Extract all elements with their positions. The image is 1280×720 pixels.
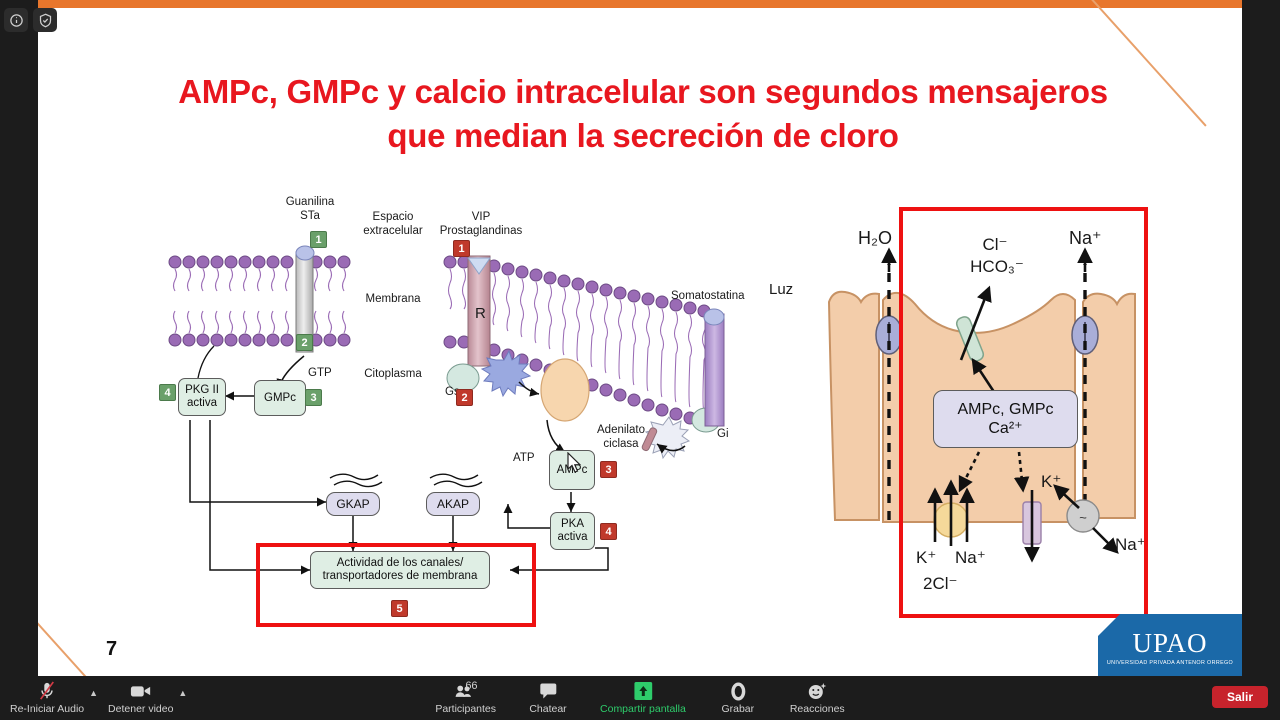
info-icon[interactable]	[4, 8, 28, 32]
label-cytoplasm: Citoplasma	[364, 368, 422, 380]
badge-red-1: 1	[453, 240, 470, 257]
box-second-messengers: AMPc, GMPc Ca²⁺	[933, 390, 1078, 448]
label-k-cotransport: K⁺	[916, 548, 937, 567]
highlight-box-epithelial	[899, 207, 1148, 618]
badge-green-2: 2	[296, 334, 313, 351]
slide-title-line2: que median la secreción de cloro	[387, 116, 899, 154]
figure-left-svg	[168, 245, 725, 575]
box-channel-activity: Actividad de los canales/transportadores…	[310, 551, 490, 589]
label-gi-protein: Gi	[717, 428, 729, 440]
chat-label: Chatear	[529, 703, 567, 715]
participants-icon	[455, 681, 477, 701]
toolbar-left-group: Re-Iniciar Audio ▲ Detener video ▲	[6, 676, 193, 720]
stop-video-label: Detener video	[108, 703, 174, 715]
label-h2o: H₂O	[858, 228, 892, 248]
box-akap: AKAP	[426, 492, 480, 516]
label-na-apical: Na⁺	[1069, 228, 1102, 248]
label-k-channel: K⁺	[1041, 472, 1062, 491]
badge-red-5: 5	[391, 600, 408, 617]
svg-text:~: ~	[1079, 510, 1087, 525]
chat-bubble-icon	[539, 681, 557, 701]
mute-audio-button[interactable]: Re-Iniciar Audio	[6, 676, 88, 720]
label-adenylate-cyclase-line2: ciclasa	[603, 438, 639, 450]
shield-icon[interactable]	[33, 8, 57, 32]
label-cl-apical: Cl⁻	[982, 235, 1008, 254]
badge-red-2: 2	[456, 389, 473, 406]
label-guanilina-line1: Guanilina	[285, 196, 335, 208]
participants-button[interactable]: 66 Participantes	[431, 676, 500, 720]
label-receptor-r: R	[475, 305, 486, 322]
stop-video-button[interactable]: Detener video	[104, 676, 177, 720]
badge-green-1: 1	[310, 231, 327, 248]
label-somatostatina: Somatostatina	[671, 290, 745, 302]
label-na-pump: Na⁺	[1115, 535, 1146, 554]
box-ampc: AMPc	[549, 450, 595, 490]
membrane-bilayer-left	[168, 245, 351, 353]
label-prostaglandinas: Prostaglandinas	[439, 225, 523, 237]
toolbar-center-group: 66 Participantes Chatear Co	[431, 676, 848, 720]
label-na-cotransport: Na⁺	[955, 548, 986, 567]
leave-meeting-button[interactable]: Salir	[1211, 686, 1268, 708]
upao-logo-subtitle: UNIVERSIDAD PRIVADA ANTENOR ORREGO	[1106, 660, 1234, 666]
share-screen-icon	[633, 681, 652, 701]
zoom-toolbar: Re-Iniciar Audio ▲ Detener video ▲	[0, 676, 1280, 720]
upao-logo: UPAO UNIVERSIDAD PRIVADA ANTENOR ORREGO	[1098, 614, 1242, 676]
figure-epithelial-transport: ~ H₂O Na⁺ Cl⁻ HCO₃⁻ AMPc, GMPc Ca²⁺ K⁺ N…	[783, 190, 1213, 635]
label-hco3-apical: HCO₃⁻	[970, 257, 1024, 276]
video-options-caret[interactable]: ▲	[178, 688, 188, 698]
label-adenylate-cyclase-line1: Adenilato	[597, 424, 645, 436]
badge-red-4: 4	[600, 523, 617, 540]
badge-red-3: 3	[600, 461, 617, 478]
badge-green-3: 3	[305, 389, 322, 406]
reactions-button[interactable]: Reacciones	[786, 676, 849, 720]
audio-options-caret[interactable]: ▲	[89, 688, 99, 698]
reactions-label: Reacciones	[789, 703, 845, 715]
record-icon	[729, 681, 747, 701]
label-gtp: GTP	[308, 367, 332, 379]
label-atp: ATP	[513, 452, 535, 464]
participants-label: Participantes	[435, 703, 497, 715]
slide-accent-bar	[38, 0, 1242, 8]
membrane-bilayer-right	[443, 255, 725, 460]
participants-count: 66	[465, 680, 478, 692]
label-cl-cotransport: 2Cl⁻	[923, 574, 958, 593]
share-screen-label: Compartir pantalla	[600, 703, 686, 715]
reactions-icon	[808, 681, 827, 701]
label-extracellular-line1: Espacio	[372, 211, 414, 223]
upao-logo-text: UPAO	[1132, 628, 1208, 658]
na-k-atpase-pump	[1066, 499, 1100, 533]
share-screen-button[interactable]: Compartir pantalla	[596, 676, 690, 720]
box-gmpc: GMPc	[254, 380, 306, 416]
badge-green-4: 4	[159, 384, 176, 401]
chat-button[interactable]: Chatear	[522, 676, 574, 720]
mute-audio-label: Re-Iniciar Audio	[10, 703, 85, 715]
box-gkap: GKAP	[326, 492, 380, 516]
slide-title: AMPc, GMPc y calcio intracelular son seg…	[98, 70, 1188, 157]
label-extracellular-line2: extracelular	[363, 225, 423, 237]
slide-number: 7	[106, 638, 118, 660]
meeting-overlay-icons[interactable]	[4, 8, 57, 32]
slide-title-line1: AMPc, GMPc y calcio intracelular son seg…	[178, 73, 1108, 110]
label-membrane: Membrana	[365, 293, 421, 305]
highlight-box-output	[256, 543, 536, 627]
label-guanilina-line2: STa	[300, 210, 320, 222]
shared-screen-slide[interactable]: AMPc, GMPc y calcio intracelular son seg…	[38, 0, 1242, 676]
figure-signaling-cascade: Guanilina STa Espacio extracelular Membr…	[38, 0, 793, 676]
record-button[interactable]: Grabar	[712, 676, 764, 720]
video-camera-icon	[130, 681, 152, 701]
record-label: Grabar	[721, 703, 755, 715]
label-lumen: Luz	[769, 281, 794, 298]
label-vip: VIP	[471, 211, 491, 223]
microphone-muted-icon	[38, 681, 56, 701]
